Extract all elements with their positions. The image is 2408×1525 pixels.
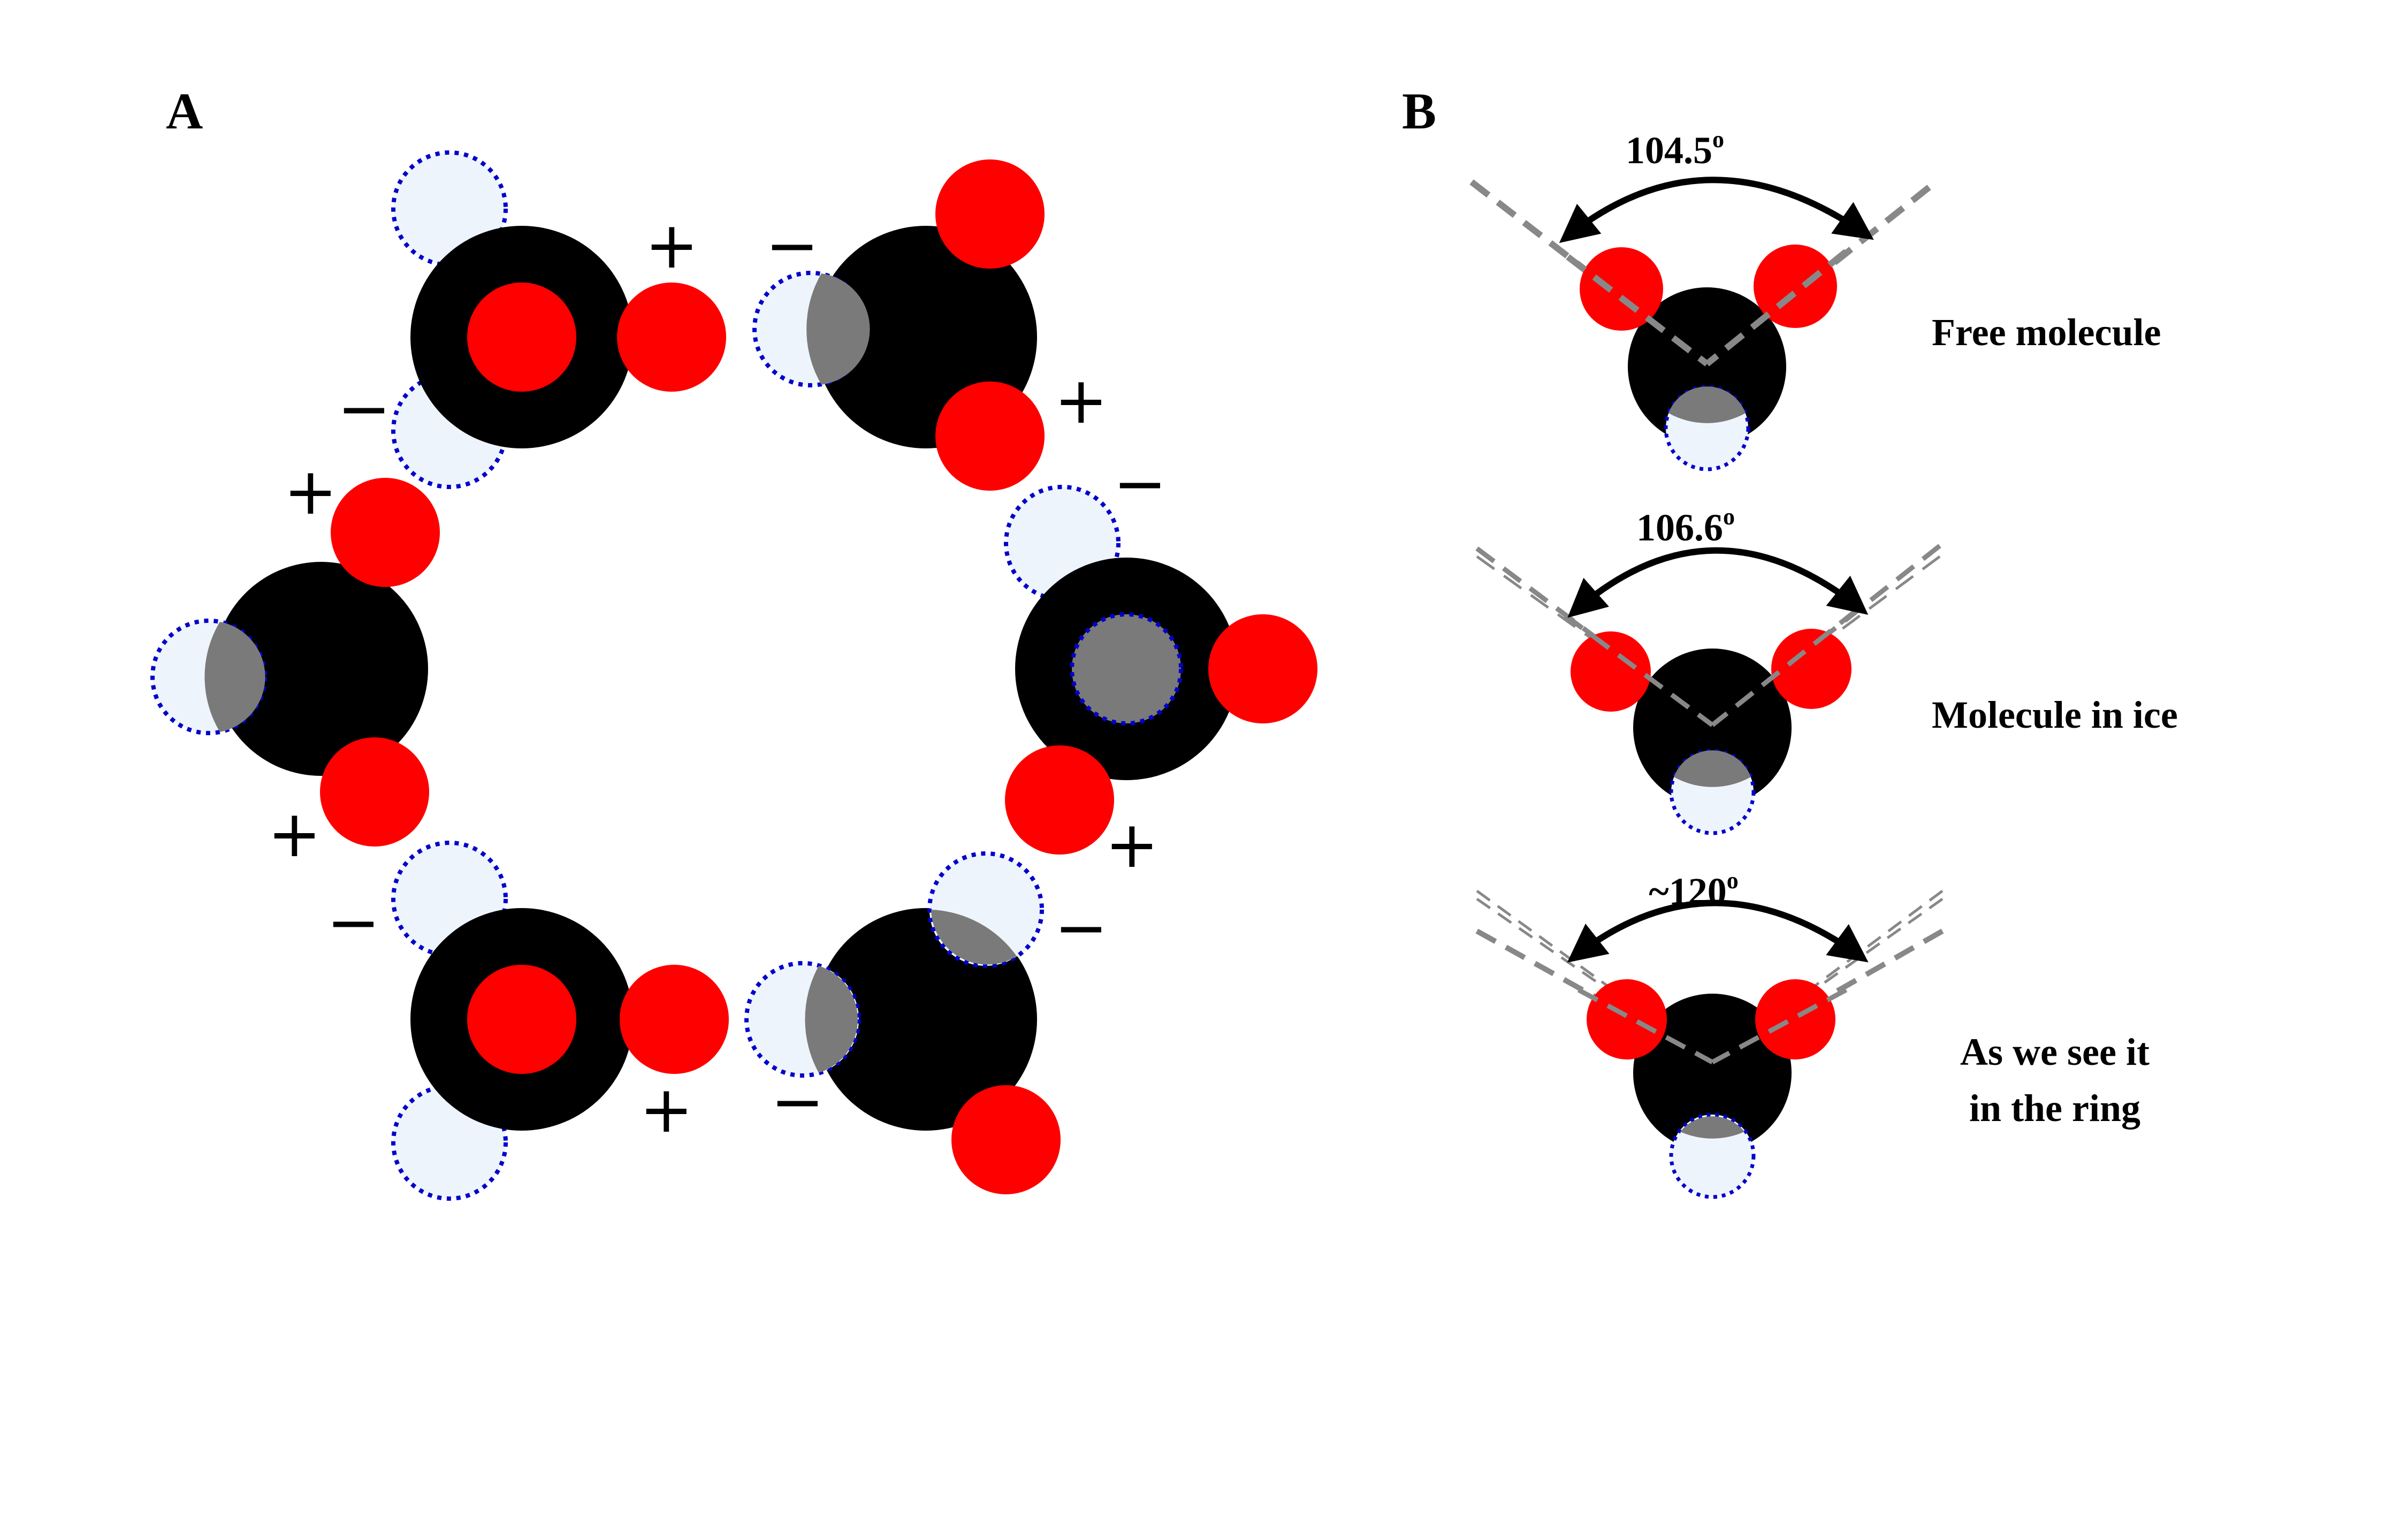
guide-line-over xyxy=(1711,608,1858,727)
hydrogen-atom xyxy=(467,283,576,392)
charge-plus: + xyxy=(639,1073,694,1147)
oxygen-atom xyxy=(1633,994,1792,1152)
charge-minus: − xyxy=(1054,891,1108,965)
angle-value: ~120o xyxy=(1649,867,1738,913)
panel-a-label: A xyxy=(166,82,203,140)
oxygen-atom xyxy=(1628,287,1786,446)
charge-minus: − xyxy=(326,886,380,960)
lone-pair-orbital xyxy=(1070,612,1183,726)
molecule-middle-left xyxy=(150,478,440,847)
angle-value: 104.5o xyxy=(1626,126,1724,172)
guide-line-over xyxy=(1711,988,1848,1064)
molecule-bottom-right xyxy=(744,851,1061,1194)
orbital-overlap xyxy=(931,910,1017,965)
caption-line: As we see it xyxy=(1960,1031,2150,1073)
hydrogen-atom xyxy=(935,382,1045,491)
angle-arrow xyxy=(1567,547,1869,618)
caption-line: Free molecule xyxy=(1932,311,2161,354)
hydrogen-atom xyxy=(620,965,729,1074)
molecule-top-left xyxy=(391,150,726,489)
hydrogen-atom xyxy=(951,1085,1061,1194)
guide-line-over xyxy=(1566,254,1709,367)
molecule-bottom-left xyxy=(391,841,729,1201)
hydrogen-atom xyxy=(320,737,429,847)
caption-line: Molecule in ice xyxy=(1932,693,2178,736)
charge-plus: + xyxy=(1105,808,1159,882)
panel-b-label: B xyxy=(1402,82,1436,140)
oxygen-atom xyxy=(214,562,428,776)
hydrogen-atom xyxy=(1587,979,1667,1059)
orbital-overlap xyxy=(806,273,870,385)
charge-minus: − xyxy=(765,209,819,283)
orbital-overlap xyxy=(1680,1116,1744,1139)
charge-plus: + xyxy=(284,455,338,529)
charge-plus: + xyxy=(1054,364,1108,438)
charge-minus: − xyxy=(337,372,391,446)
hydrogen-atom xyxy=(331,478,440,587)
orbital-overlap xyxy=(1674,750,1751,787)
oxygen-atom xyxy=(1633,649,1792,807)
orbital-overlap xyxy=(1668,386,1746,423)
hydrogen-atom xyxy=(1208,614,1317,723)
angle-row-molecule-in-ice: 106.6o Molecule in ice xyxy=(1475,504,2178,835)
charge-minus: − xyxy=(771,1065,825,1139)
hydrogen-atom xyxy=(467,965,576,1074)
hydrogen-atom xyxy=(617,283,726,392)
angle-value: 106.6o xyxy=(1636,504,1735,549)
charge-plus: + xyxy=(268,797,322,872)
hydrogen-atom xyxy=(935,159,1045,269)
charge-plus: + xyxy=(645,209,699,283)
guide-line-over xyxy=(1564,613,1714,727)
hydrogen-atom xyxy=(1580,247,1663,331)
molecule-top-right xyxy=(752,159,1045,491)
guide-line-over xyxy=(1705,249,1848,367)
molecule-middle-right xyxy=(1004,485,1317,855)
caption-line: in the ring xyxy=(1969,1087,2140,1130)
hydrogen-atom xyxy=(1771,629,1851,709)
hydrogen-atom xyxy=(1755,979,1835,1059)
angle-arrow xyxy=(1567,899,1869,963)
guide-line xyxy=(1711,928,1944,1065)
hydrogen-atom xyxy=(1005,745,1114,855)
guide-line-over xyxy=(1577,988,1714,1064)
orbital-overlap xyxy=(204,622,265,732)
hydrogen-atom xyxy=(1571,631,1651,712)
angle-row-free-molecule: 104.5o Free molecule xyxy=(1469,126,2161,471)
hydrogen-atom xyxy=(1754,245,1837,328)
angle-row-in-ring: ~120o As we see it in the ring xyxy=(1475,867,2150,1199)
ring-diagram: + − − + + − + + − − + − xyxy=(150,150,1317,1201)
orbital-overlap xyxy=(805,966,858,1073)
angle-arrow xyxy=(1559,177,1874,243)
charge-minus: − xyxy=(1113,447,1167,521)
